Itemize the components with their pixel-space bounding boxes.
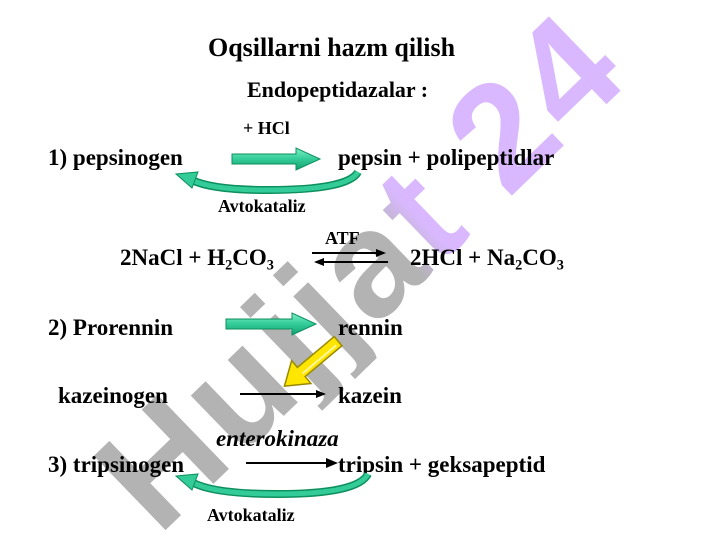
page-title: Oqsillarni hazm qilish [208, 33, 456, 62]
reaction2-green-arrow [225, 312, 318, 336]
reaction2-product: rennin [338, 315, 403, 340]
reaction2-reactant: 2) Prorennin [48, 315, 174, 340]
yellow-arrow [283, 335, 343, 387]
reaction2b-arrow [240, 390, 326, 398]
page-subtitle: Endopeptidazalar : [247, 77, 429, 102]
equation-right: 2HCl + Na2CO3 [410, 245, 564, 274]
reaction1-reactant: 1) pepsinogen [48, 145, 183, 170]
reaction3-reactant: 3) tripsinogen [48, 452, 185, 477]
reaction3-feedback-label: Avtokataliz [207, 505, 295, 525]
reaction3-catalyst: enterokinaza [216, 426, 339, 451]
reaction3-feedback-arrow [174, 471, 372, 499]
equation-left: 2NaCl + H2CO3 [120, 245, 274, 274]
reaction1-green-arrow [231, 147, 322, 171]
reaction1-feedback-label: Avtokataliz [218, 196, 306, 216]
equilibrium-arrows [312, 249, 388, 266]
equation-label: ATF [325, 228, 360, 248]
reaction1-product: pepsin + polipeptidlar [338, 145, 555, 170]
reaction1-catalyst: + HCl [243, 118, 290, 138]
reaction1-feedback-arrow [174, 169, 362, 195]
reaction3-product: tripsin + geksapeptid [338, 452, 546, 477]
reaction2b-reactant: kazeinogen [58, 383, 168, 408]
reaction2b-product: kazein [338, 383, 402, 408]
reaction3-arrow [246, 458, 338, 468]
